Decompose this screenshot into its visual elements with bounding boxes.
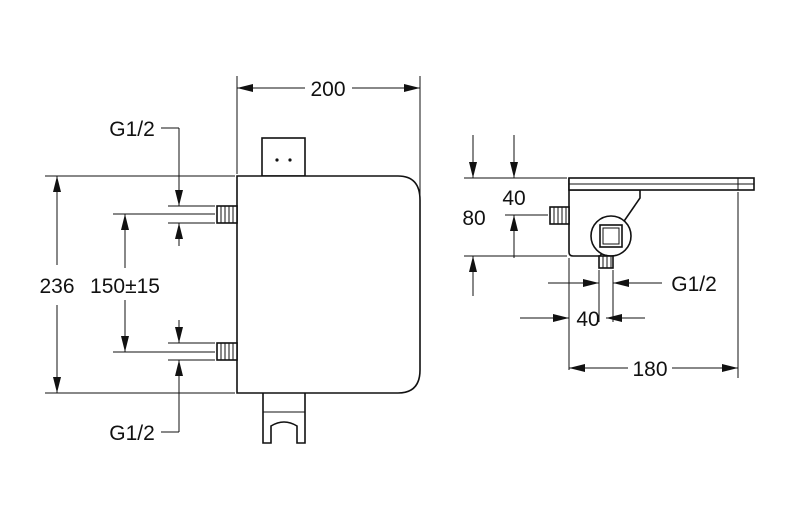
inlet-spacing-label: 150±15 (90, 275, 160, 298)
inlet-offset-label: 40 (502, 187, 525, 210)
valve-body (236, 175, 421, 394)
dim-outlet-offset (520, 258, 645, 370)
top-thread-label: G1/2 (109, 118, 155, 141)
dim-inlet-spacing (113, 213, 215, 353)
dim-height (45, 175, 235, 394)
dim-outlet-thread (548, 270, 662, 322)
outlet-offset-label: 40 (576, 308, 599, 331)
stub-dot-right (288, 158, 292, 162)
bottom-thread-label: G1/2 (109, 422, 155, 445)
dim-bottom-thread (161, 320, 215, 433)
front-view: 200 236 150±15 (39, 76, 421, 445)
side-outlet (598, 255, 614, 269)
dim-top-thread (161, 127, 215, 246)
dim-width (236, 76, 421, 198)
dim-side-height (464, 135, 567, 296)
top-inlet (216, 205, 238, 224)
dim-depth (569, 192, 739, 378)
diverter-knob (590, 215, 632, 257)
shower-holder (262, 391, 306, 444)
side-view: 80 40 G1/2 40 (462, 135, 755, 381)
depth-label: 180 (632, 358, 667, 381)
width-label: 200 (310, 78, 345, 101)
side-height-label: 80 (462, 207, 485, 230)
bottom-inlet (216, 342, 238, 361)
top-mount-stub (261, 137, 306, 177)
dim-inlet-offset (505, 135, 548, 258)
height-label: 236 (39, 275, 74, 298)
outlet-thread-label: G1/2 (671, 273, 717, 296)
stub-dot-left (275, 158, 279, 162)
side-inlet (549, 206, 570, 225)
